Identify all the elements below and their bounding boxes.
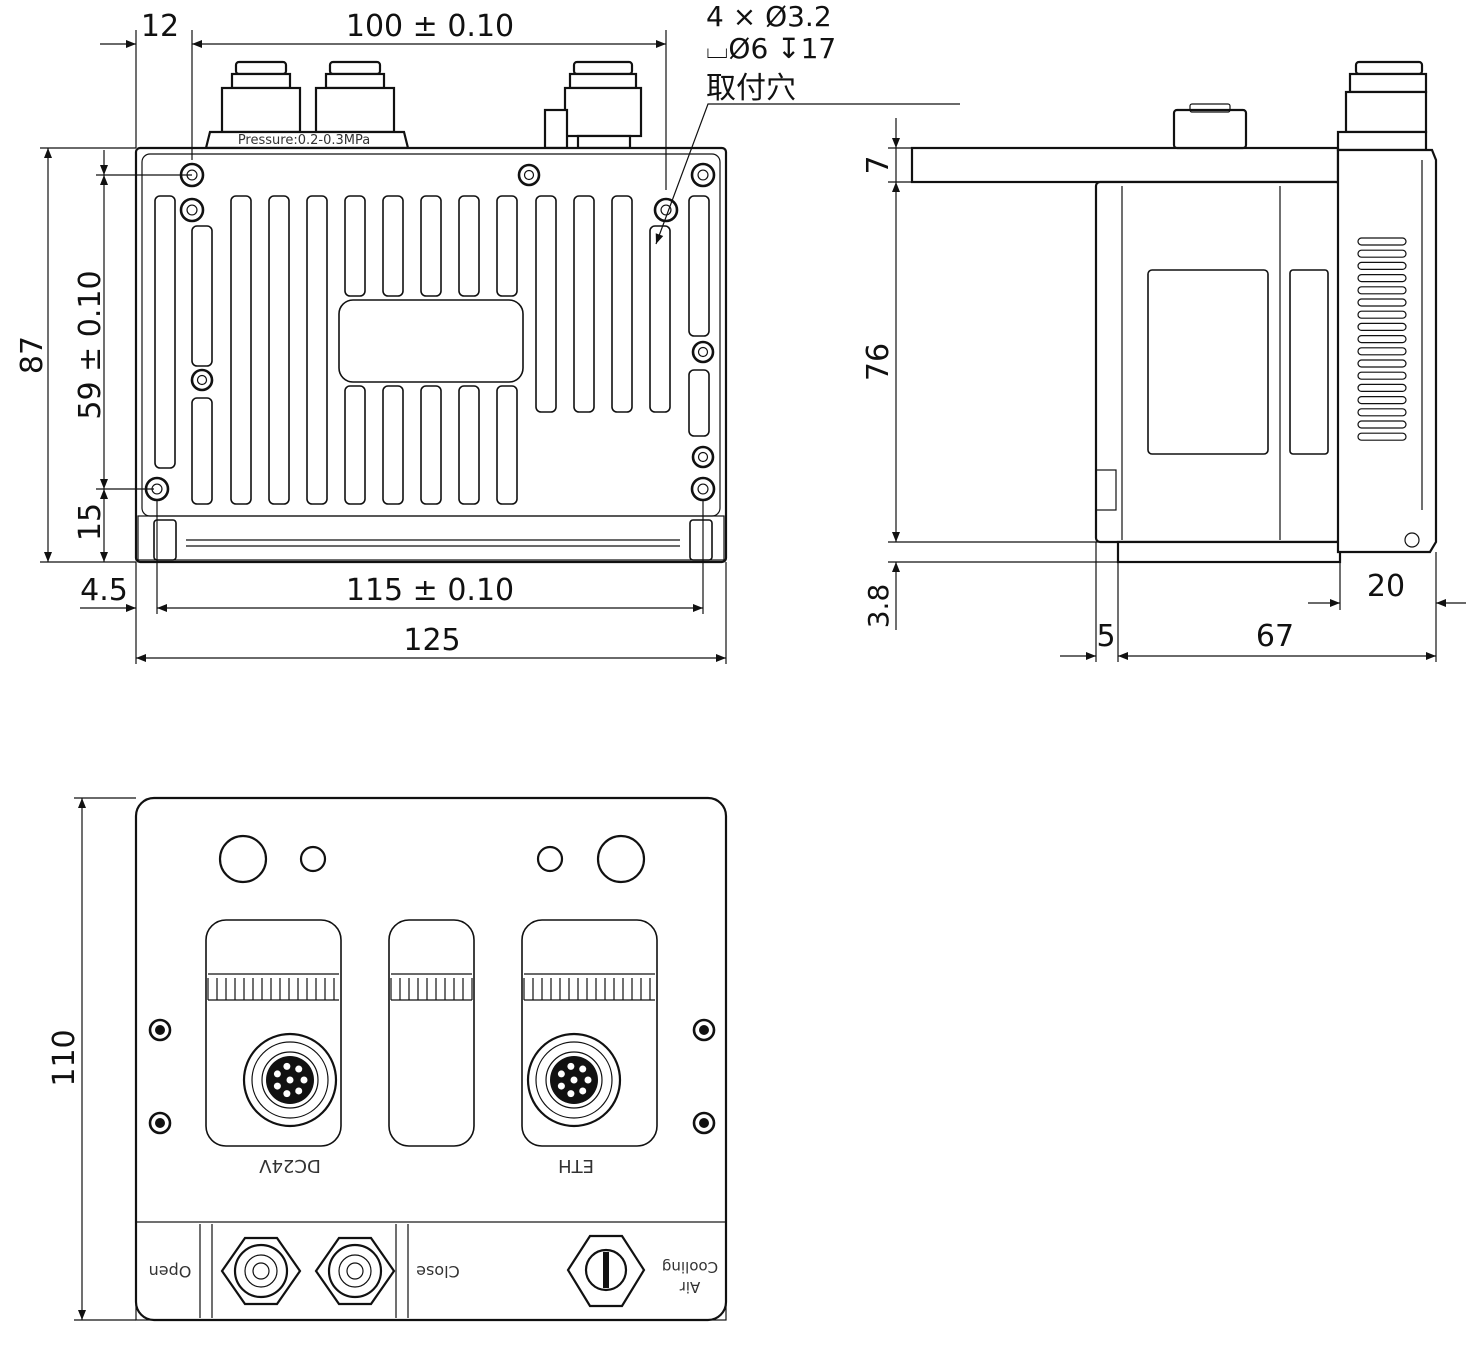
- mounting-hole: [653, 197, 679, 223]
- dim-left-offset: 12: [141, 9, 179, 44]
- label-cooling: Cooling: [662, 1258, 718, 1276]
- note-line-2: ⌴Ø6 ↧17: [706, 32, 836, 65]
- dim-hole-pitch: 59 ± 0.10: [73, 270, 108, 419]
- cooling-slot: [154, 195, 176, 469]
- front-dimensions: 110: [47, 797, 136, 1321]
- vent-slot: [1357, 286, 1407, 295]
- cooling-slot: [496, 385, 518, 505]
- dim-top-span: 100 ± 0.10: [346, 9, 514, 44]
- cooling-slot: [191, 225, 213, 367]
- cooling-slot: [458, 195, 480, 297]
- dim-left-edge: 4.5: [80, 573, 128, 608]
- eth-connector: [526, 1032, 622, 1128]
- dim-height-total: 87: [15, 336, 50, 374]
- front-view: DC24V ETH Open Close Air Cooling 1: [47, 796, 728, 1322]
- side-vents: [1357, 237, 1407, 441]
- cooling-slot: [191, 397, 213, 505]
- vent-slot: [1357, 261, 1407, 270]
- label-eth: ETH: [558, 1155, 594, 1176]
- pressure-label: Pressure:0.2-0.3MPa: [238, 133, 370, 148]
- vent-slot: [1357, 371, 1407, 380]
- center-bay: [388, 919, 475, 1147]
- front-side-holes: [148, 1018, 716, 1135]
- dim-step: 5: [1096, 619, 1115, 654]
- cooling-slot: [573, 195, 595, 413]
- side-flange: [910, 146, 1340, 184]
- mounting-hole: [690, 476, 716, 502]
- note-line-1: 4 × Ø3.2: [706, 0, 832, 33]
- vent-slot: [1357, 432, 1407, 441]
- dim-hole-span: 115 ± 0.10: [346, 573, 514, 608]
- vent-slot: [1357, 237, 1407, 246]
- dim-body-height: 76: [861, 343, 896, 381]
- label-dc24v: DC24V: [258, 1155, 320, 1176]
- note-line-3: 取付穴: [706, 71, 796, 106]
- cooling-slot: [535, 195, 557, 413]
- vent-slot: [1357, 396, 1407, 405]
- vent-slot: [1357, 249, 1407, 258]
- label-air: Air: [679, 1278, 700, 1296]
- dim-end: 20: [1367, 569, 1405, 604]
- mounting-hole: [691, 340, 715, 364]
- side-view: 7 76 3.8 5 67 20: [861, 60, 1466, 662]
- dim-base: 3.8: [862, 584, 895, 629]
- cooling-slot: [382, 195, 404, 297]
- vent-slot: [1357, 310, 1407, 319]
- label-open: Open: [149, 1262, 192, 1281]
- mounting-hole: [190, 368, 214, 392]
- vent-slot: [1357, 322, 1407, 331]
- vent-slot: [1357, 347, 1407, 356]
- side-dimensions: 7 76 3.8 5 67 20: [861, 118, 1466, 662]
- dim-flange: 7: [861, 155, 896, 174]
- dim-bottom-offset: 15: [73, 503, 108, 541]
- vent-slot: [1357, 335, 1407, 344]
- mounting-holes: [144, 162, 716, 502]
- cooling-slot: [230, 195, 252, 505]
- mounting-hole: [179, 197, 205, 223]
- top-view: Pressure:0.2-0.3MPa 12 100 ± 0.10 4 × Ø3…: [15, 0, 960, 664]
- mounting-hole: [517, 163, 541, 187]
- vent-slot: [1357, 359, 1407, 368]
- top-fittings: [204, 60, 643, 150]
- mounting-hole: [691, 445, 715, 469]
- vent-slot: [1357, 274, 1407, 283]
- cooling-slot: [344, 195, 366, 297]
- label-close: Close: [416, 1262, 460, 1281]
- air-cooling-fitting: [566, 1234, 646, 1308]
- cooling-slot: [382, 385, 404, 505]
- cooling-slot: [611, 195, 633, 413]
- vent-slot: [1357, 383, 1407, 392]
- top-dimensions: 12 100 ± 0.10 4 × Ø3.2 ⌴Ø6 ↧17 取付穴 87 59…: [15, 0, 960, 664]
- front-ribs: [207, 973, 655, 1001]
- cooling-slots: [154, 195, 710, 505]
- center-window: [338, 299, 524, 383]
- cooling-slot: [420, 195, 442, 297]
- cooling-slot: [496, 195, 518, 297]
- dim-depth: 67: [1256, 619, 1294, 654]
- dc24v-connector: [242, 1032, 338, 1128]
- cooling-slot: [306, 195, 328, 505]
- open-fitting: [220, 1236, 302, 1306]
- dim-width-total: 125: [403, 623, 460, 658]
- mounting-hole: [690, 162, 716, 188]
- cooling-slot: [268, 195, 290, 505]
- vent-slot: [1357, 298, 1407, 307]
- close-fitting: [314, 1236, 396, 1306]
- cooling-slot: [688, 195, 710, 337]
- cooling-slot: [420, 385, 442, 505]
- vent-slot: [1357, 420, 1407, 429]
- dim-front-height: 110: [47, 1029, 82, 1086]
- vent-slot: [1357, 408, 1407, 417]
- cooling-slot: [458, 385, 480, 505]
- cooling-slot: [344, 385, 366, 505]
- cooling-slot: [649, 225, 671, 413]
- cooling-slot: [688, 369, 710, 437]
